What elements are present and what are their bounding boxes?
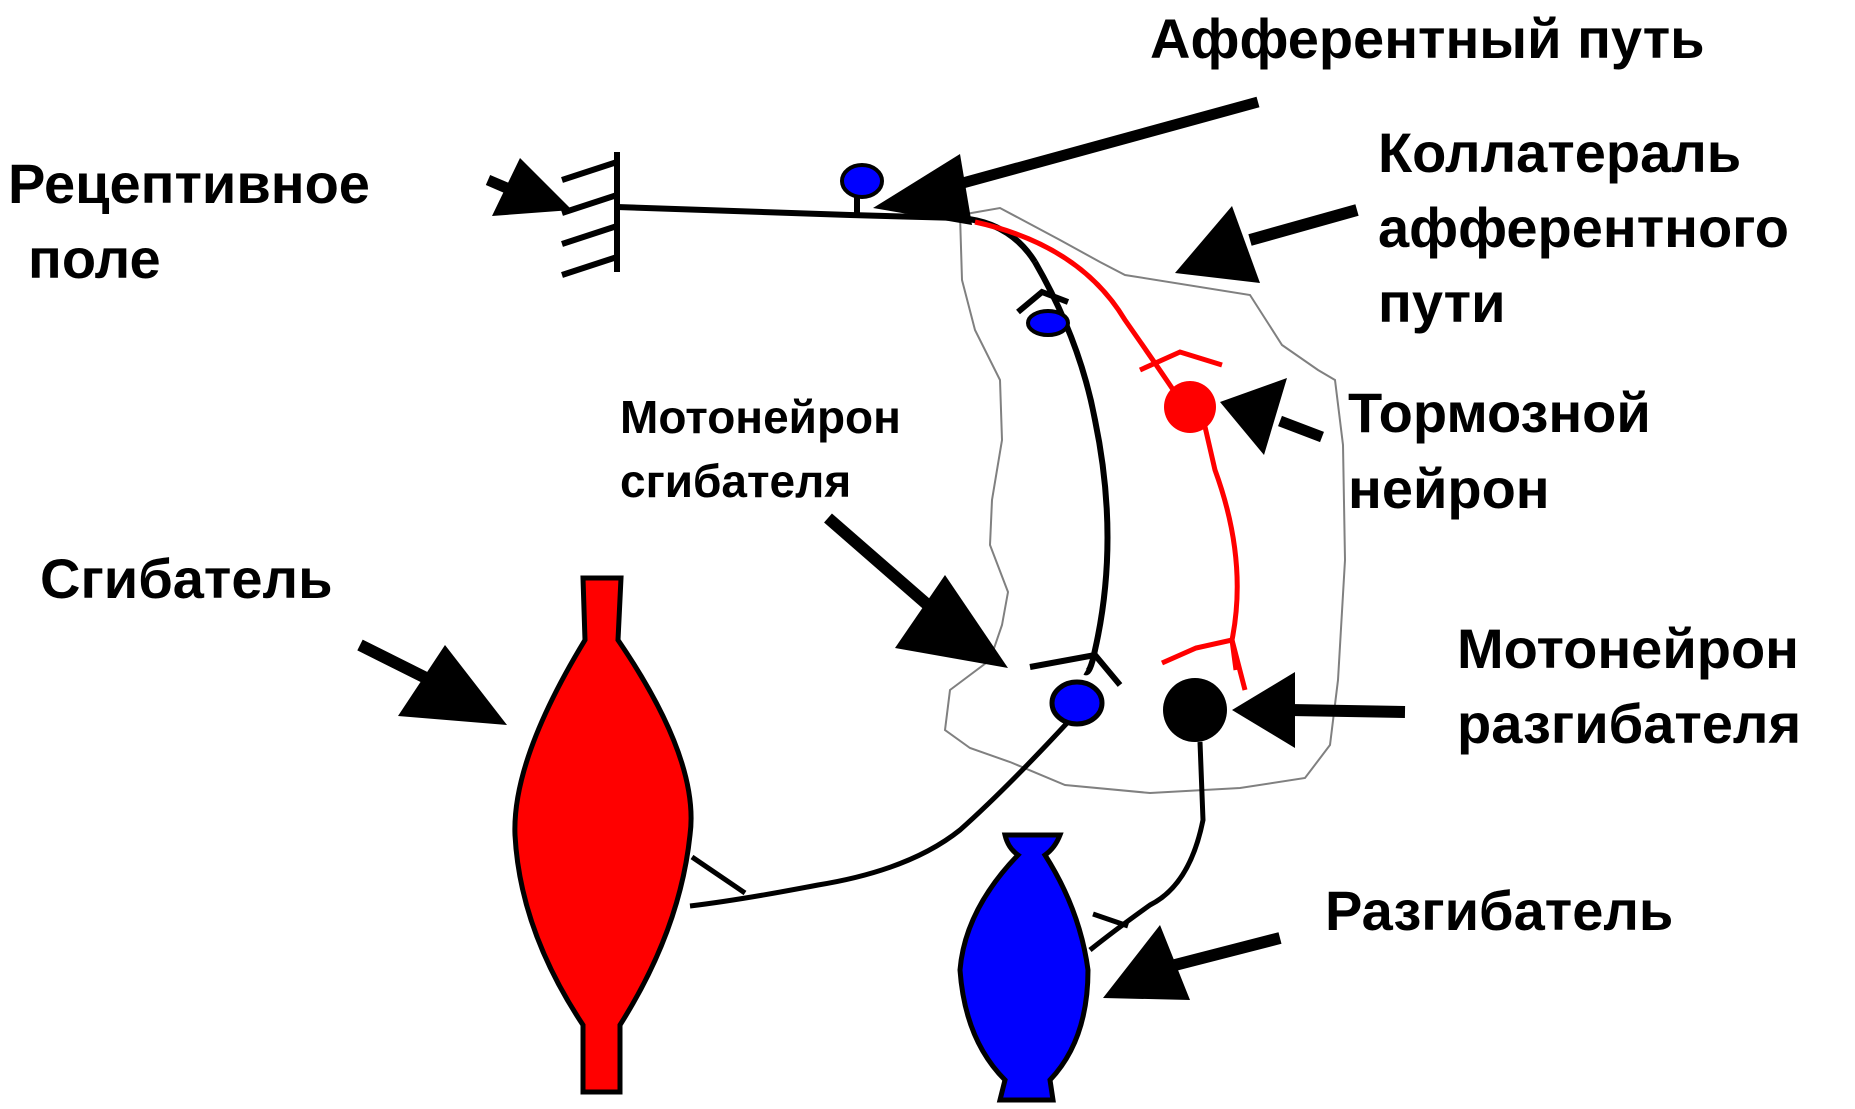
flexor-muscle [515,578,691,1092]
label-extensor-motoneuron-line1: Мотонейрон [1457,617,1799,680]
arrow-extensor-motoneuron [1290,710,1405,712]
afferent-path [617,188,1035,262]
label-flexor-motoneuron-line2: сгибателя [620,455,851,507]
label-extensor: Разгибатель [1325,879,1673,942]
interneuron-body [1028,311,1068,335]
extensor-muscle [960,835,1088,1100]
label-flexor: Сгибатель [40,547,333,610]
extensor-motoneuron-body [1163,678,1227,742]
afferent-neuron-body [842,165,882,197]
label-receptive-field-line1: Рецептивное [8,152,370,215]
label-afferent-path: Афферентный путь [1150,7,1705,70]
arrow-afferent [930,102,1258,192]
label-extensor-motoneuron-line2: разгибателя [1457,692,1801,755]
efferent-axons [690,722,1203,950]
label-collateral-line3: пути [1378,271,1506,334]
label-receptive-field-line2: поле [28,227,161,290]
label-inhibitory-line1: Тормозной [1348,381,1651,444]
label-flexor-motoneuron-line1: Мотонейрон [620,391,901,443]
label-collateral-line2: афферентного [1378,196,1789,259]
collateral-pathway [975,222,1245,690]
arrow-extensor [1175,938,1280,965]
label-collateral-line1: Коллатераль [1378,121,1741,184]
label-inhibitory-line2: нейрон [1348,457,1550,520]
flexor-motoneuron-body [1052,682,1102,724]
arrow-inhibitory [1280,421,1322,437]
arrow-flexor [360,645,430,680]
inhibitory-neuron-body [1164,381,1216,433]
arrow-collateral [1250,210,1357,240]
receptor-icon [562,152,617,275]
